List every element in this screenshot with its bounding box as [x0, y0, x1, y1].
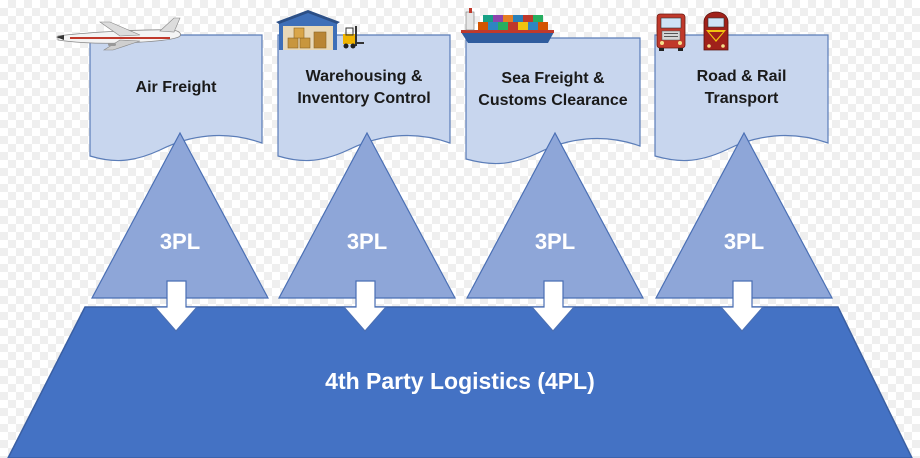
- 3pl-label: 3PL: [723, 229, 765, 254]
- down-arrow-icon: [530, 280, 576, 332]
- cargo-ship-icon: [461, 8, 554, 43]
- service-label-warehousing: Warehousing & Inventory Control: [297, 68, 431, 107]
- doc-shape-air-freight: [89, 34, 263, 162]
- doc-shape-road-rail: [654, 34, 829, 162]
- down-arrow-icon: [342, 280, 388, 332]
- 4pl-title: 4th Party Logistics (4PL): [325, 368, 595, 394]
- doc-shape-warehousing: [277, 34, 451, 162]
- service-label-air-freight: Air Freight: [135, 79, 217, 96]
- down-arrow-icon: [719, 280, 765, 332]
- service-label-road-rail: Road & Rail Transport: [696, 68, 787, 107]
- 3pl-label: 3PL: [534, 229, 576, 254]
- 4pl-base-trapezoid: [7, 306, 913, 458]
- warehouse-forklift-icon: [276, 10, 364, 50]
- service-label-sea-freight: Sea Freight & Customs Clearance: [478, 70, 628, 109]
- airplane-icon: [56, 17, 181, 51]
- 3pl-label: 3PL: [346, 229, 388, 254]
- doc-shape-sea-freight: [465, 37, 641, 165]
- down-arrow-icon: [153, 280, 199, 332]
- 3pl-label: 3PL: [159, 229, 201, 254]
- truck-train-icon: [656, 11, 729, 51]
